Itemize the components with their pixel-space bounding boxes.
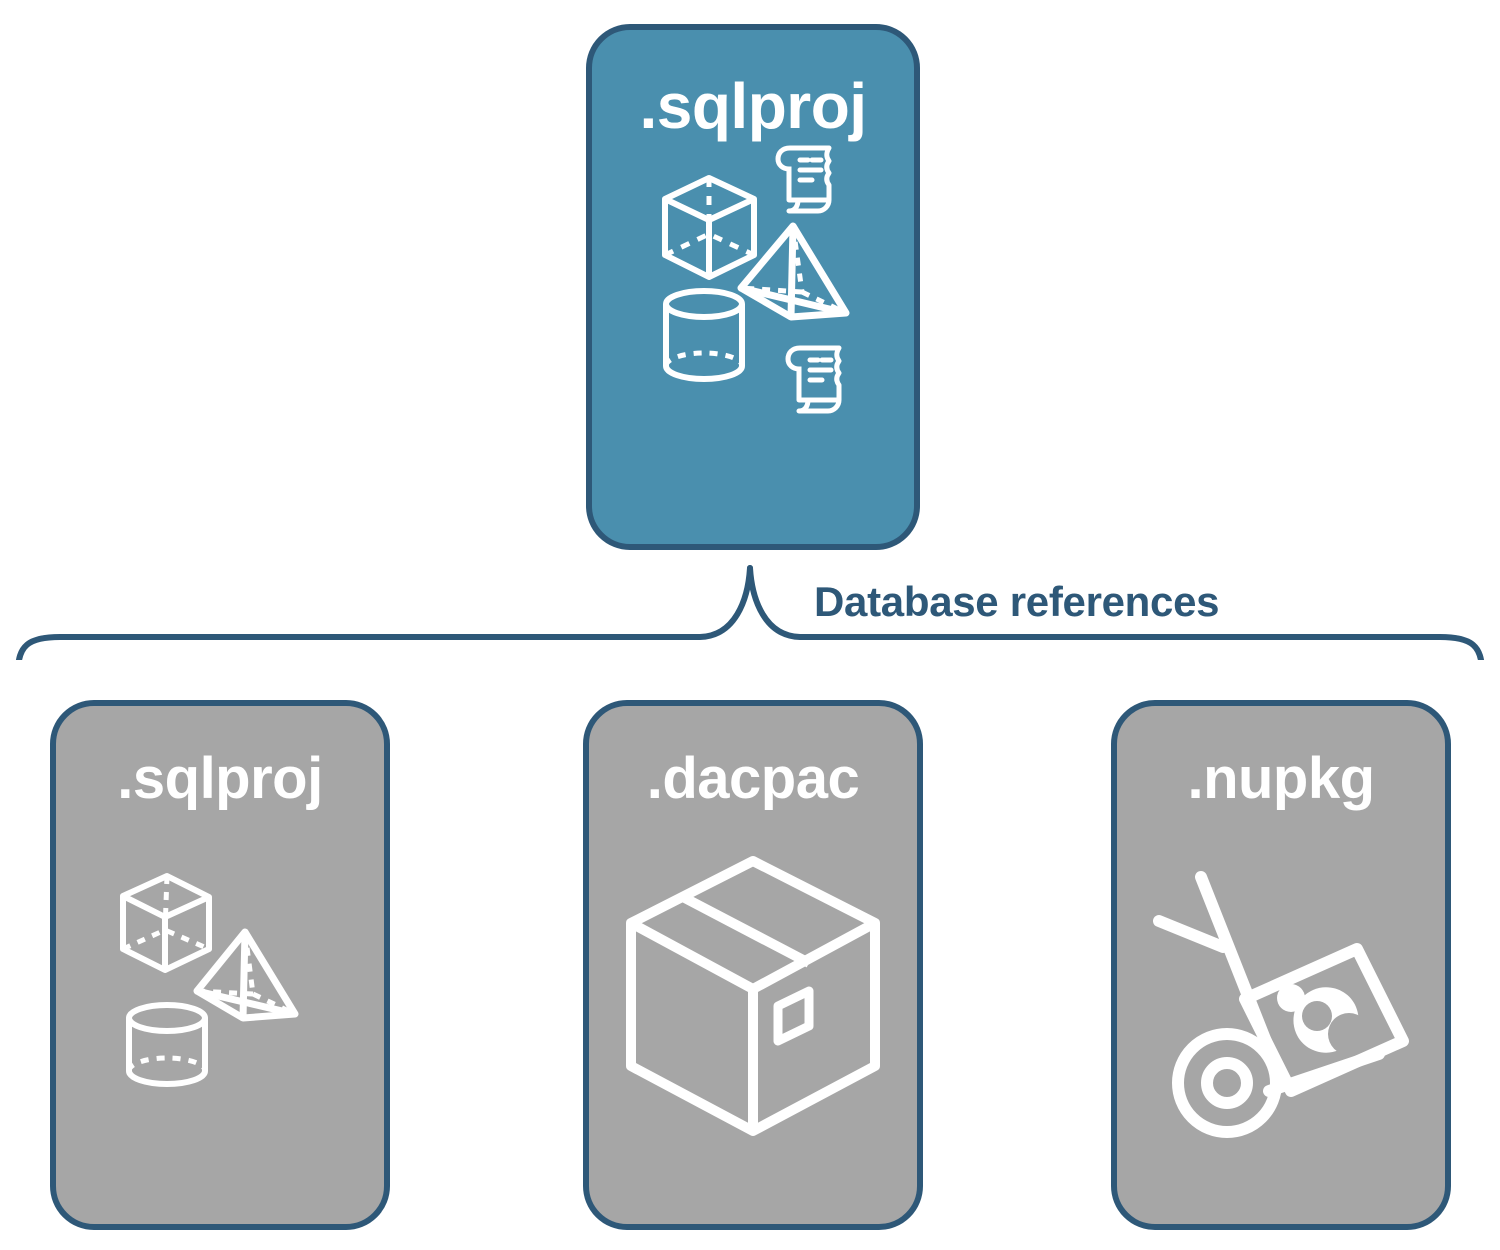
node-reference-sqlproj-icon-area (56, 808, 384, 1224)
node-reference-dacpac-label: .dacpac (646, 746, 860, 811)
node-reference-sqlproj[interactable]: .sqlproj (50, 700, 390, 1230)
node-reference-dacpac[interactable]: .dacpac (583, 700, 923, 1230)
node-reference-sqlproj-label: .sqlproj (117, 746, 323, 811)
node-reference-dacpac-icon-area (589, 808, 917, 1224)
package-box-icon (626, 856, 880, 1136)
pyramid-icon (734, 220, 852, 329)
node-reference-nupkg[interactable]: .nupkg (1111, 700, 1451, 1230)
pyramid-icon (193, 928, 299, 1022)
brace-caption-label: Database references (814, 578, 1220, 625)
node-reference-nupkg-icon-area (1117, 808, 1445, 1224)
brace-connector (16, 565, 1484, 660)
cylinder-icon (126, 1002, 208, 1087)
node-root-icon-area (592, 138, 914, 544)
cube-icon (657, 173, 762, 288)
node-reference-nupkg-label: .nupkg (1187, 746, 1375, 811)
scroll-icon (774, 138, 842, 221)
nuget-dolly-icon (1153, 870, 1409, 1138)
scroll-icon (784, 338, 852, 421)
node-root-label: .sqlproj (639, 70, 867, 142)
cylinder-icon (660, 286, 748, 391)
cube-icon (120, 873, 212, 973)
node-root-sqlproj[interactable]: .sqlproj (586, 24, 920, 550)
